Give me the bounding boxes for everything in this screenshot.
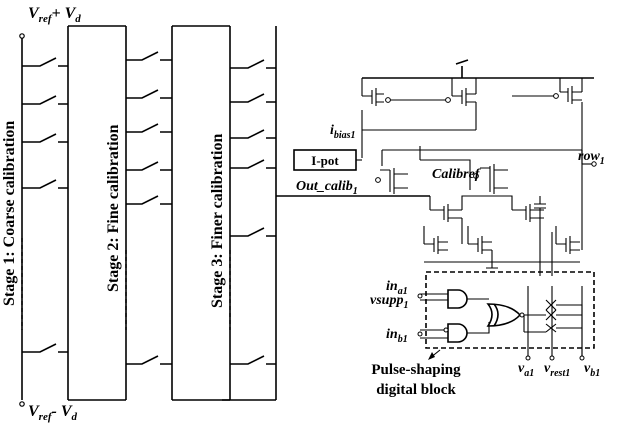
stage3-ladder xyxy=(172,25,277,401)
stage1-label: Stage 1: Coarse calibration xyxy=(1,121,18,306)
ipot-label: I-pot xyxy=(311,153,339,168)
out-calib-label: Out_calib1 xyxy=(296,179,358,197)
stage3-label: Stage 3: Finer calibration xyxy=(209,134,226,308)
in-b-label: inb1 xyxy=(386,327,408,345)
block-label-line1: Pulse-shaping xyxy=(371,362,461,378)
vsupp-label: vsupp1 xyxy=(370,293,408,311)
in-a-label: ina1 xyxy=(386,279,408,297)
calibref-label: Calibref xyxy=(432,167,481,182)
block-label-line2: digital block xyxy=(376,382,456,398)
ibias-label: ibias1 xyxy=(330,123,356,141)
va-label: va1 xyxy=(518,361,534,379)
row-label: row1 xyxy=(578,149,605,167)
vrest-label: vrest1 xyxy=(544,361,570,379)
vb-label: vb1 xyxy=(584,361,600,379)
stage1-ladder xyxy=(19,26,69,407)
vref-plus-label: Vref+ Vd xyxy=(28,5,81,25)
stage2-ladder xyxy=(68,25,173,401)
stage2-label: Stage 2: Fine calibration xyxy=(105,124,122,292)
analog-cell xyxy=(293,59,597,276)
vref-minus-label: Vref- Vd xyxy=(28,403,78,423)
pulse-shaping-block xyxy=(417,271,595,361)
